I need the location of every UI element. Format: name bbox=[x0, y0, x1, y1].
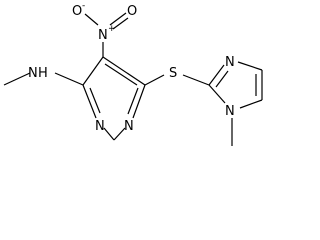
bond-c2im-n3im bbox=[208, 64, 225, 86]
bond-namine-methyl bbox=[3, 72, 31, 86]
atom-amine-nitrogen: N bbox=[28, 66, 38, 81]
bond-c4-n3 bbox=[82, 84, 97, 119]
bond-c6-c5-inner bbox=[104, 63, 138, 86]
atom-amine-hydrogen: H bbox=[38, 66, 48, 81]
bond-c6-c5 bbox=[102, 56, 146, 86]
bond-nnitro-odouble-2 bbox=[112, 17, 129, 30]
bond-n1-c6-inner bbox=[127, 87, 139, 115]
atom-nitro-nitrogen-charge: + bbox=[108, 24, 116, 34]
atom-imidazole-n3: N bbox=[225, 55, 235, 70]
bond-n1im-c2im bbox=[208, 84, 226, 104]
atom-pyrimidine-n1: N bbox=[124, 119, 134, 134]
bond-s-c2im bbox=[182, 74, 210, 86]
bond-layer bbox=[3, 12, 263, 146]
atom-nitro-oxygen-minus-charge: - bbox=[82, 1, 85, 11]
bond-n1-c6 bbox=[132, 84, 146, 119]
bond-c6-s bbox=[144, 74, 165, 86]
atom-imidazole-n1: N bbox=[225, 104, 235, 119]
bond-c2-n1 bbox=[113, 127, 126, 141]
atom-nitro-nitrogen: N bbox=[98, 28, 108, 43]
bond-c4-namine bbox=[54, 72, 84, 86]
atom-nitro-oxygen-double: O bbox=[127, 4, 137, 19]
atom-thioether-sulfur: S bbox=[169, 66, 177, 81]
bond-n3im-c4im bbox=[237, 61, 263, 71]
bond-nnitro-ominus bbox=[84, 13, 99, 26]
bond-nnitro-odouble bbox=[109, 12, 127, 26]
structure-diagram: O - N + O N H N N S N N bbox=[3, 1, 263, 146]
atom-pyrimidine-n3: N bbox=[95, 119, 105, 134]
atom-label-layer: O - N + O N H N N S N N bbox=[28, 1, 235, 134]
bond-c5-c4 bbox=[82, 56, 104, 86]
bond-c5im-n1im bbox=[239, 99, 263, 109]
bond-n3-c2 bbox=[103, 127, 115, 141]
atom-nitro-oxygen-minus: O bbox=[72, 4, 82, 19]
bond-c4-n3-inner bbox=[89, 87, 101, 114]
bond-c2im-n3im-inner bbox=[215, 70, 229, 88]
